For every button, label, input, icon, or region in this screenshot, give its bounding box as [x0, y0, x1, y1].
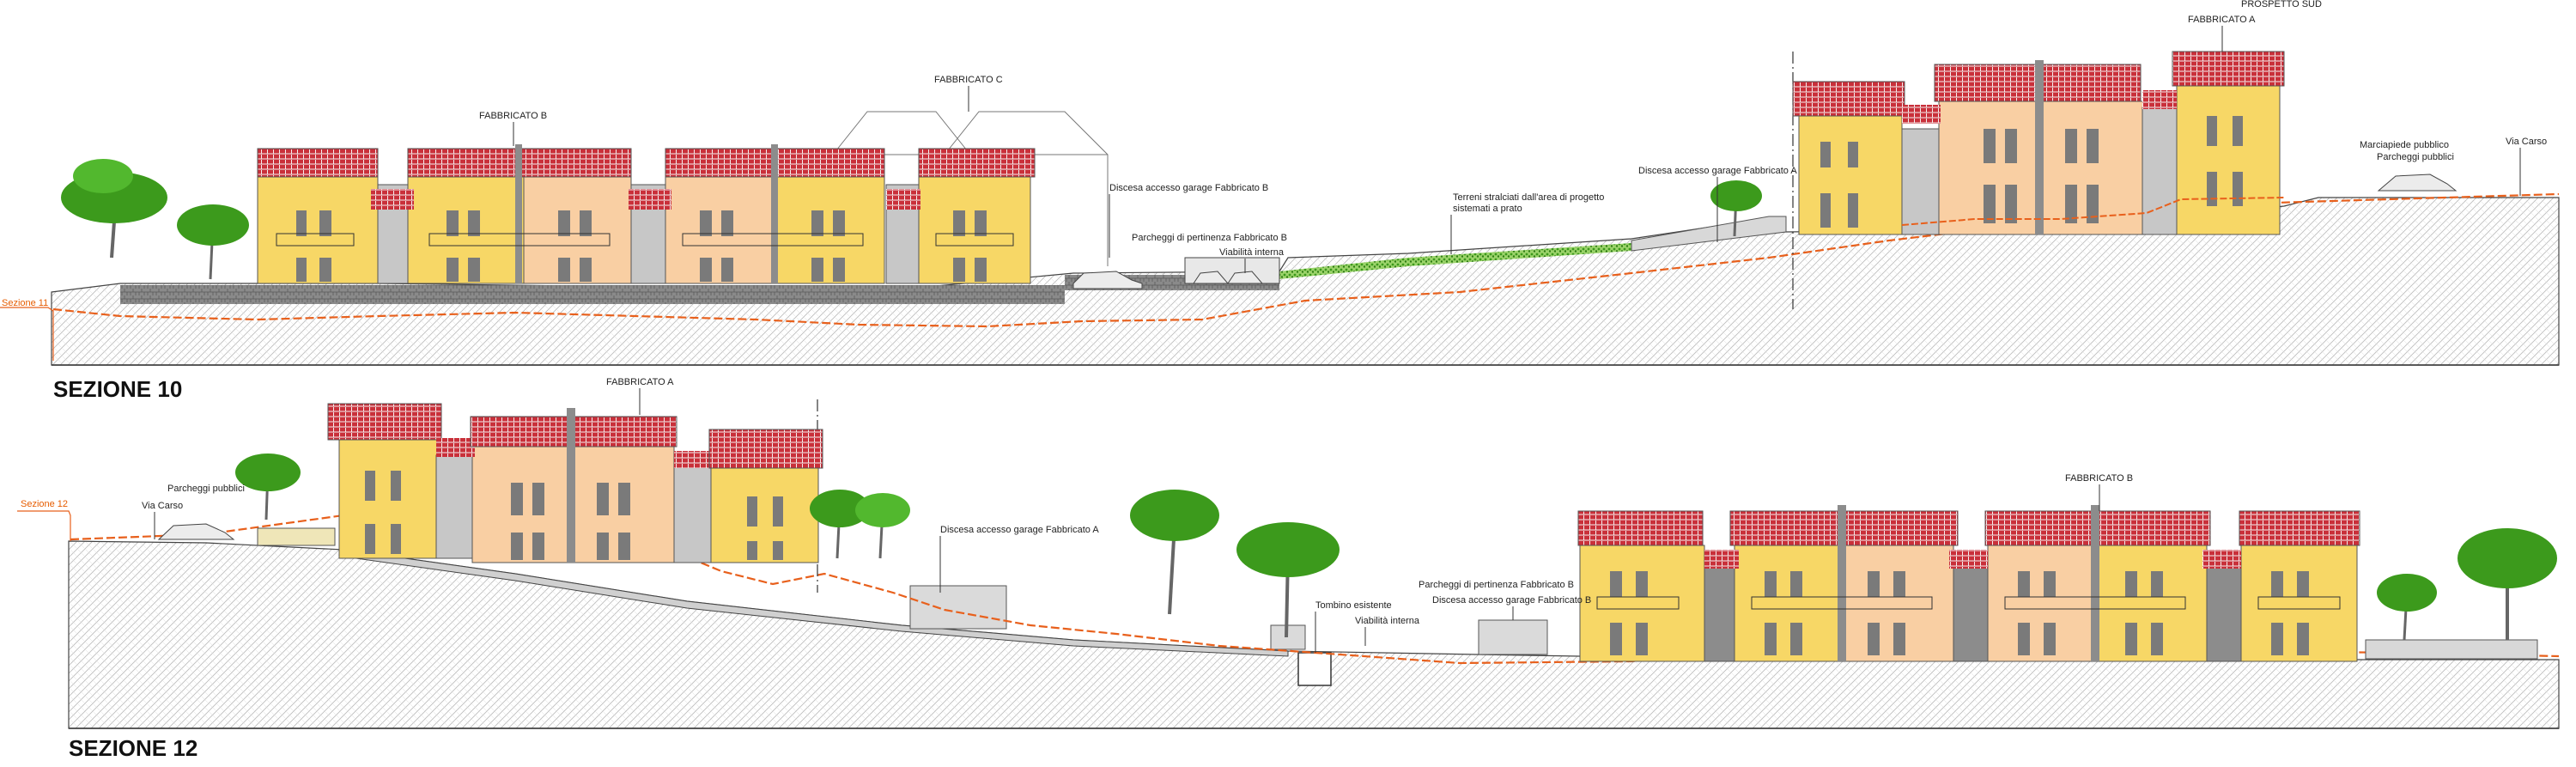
label-parcheggi-pubblici: Parcheggi pubblici: [2377, 152, 2454, 162]
label-fabbricato-c: FABBRICATO C: [934, 75, 1003, 85]
label-viabilita: Viabilità interna: [1355, 616, 1420, 626]
section-marker-line: [0, 307, 54, 361]
parking-b-block: [1478, 619, 1548, 655]
label-viabilita: Viabilità interna: [1219, 247, 1285, 258]
trees-s10: [61, 159, 1762, 280]
trees-s12: [235, 454, 2557, 641]
section-title-10: SEZIONE 10: [53, 376, 182, 402]
ramp-wall: [909, 585, 1007, 630]
label-via-carso: Via Carso: [142, 501, 183, 511]
section-10: FABBRICATO B FABBRICATO C PROSPETTO SUD …: [0, 0, 2560, 402]
existing-ground-line: [52, 192, 2560, 328]
tombino: [1297, 652, 1332, 686]
label-discesa-b: Discesa accesso garage Fabbricato B: [1109, 183, 1268, 193]
label-via-carso: Via Carso: [2506, 137, 2547, 147]
label-fabbricato-a: FABBRICATO A: [2188, 15, 2256, 25]
fabbricato-a-s12: [257, 403, 823, 563]
label-terreni-2: sistemati a prato: [1453, 204, 1522, 214]
label-parcheggi-pubblici: Parcheggi pubblici: [167, 484, 245, 494]
lawn-slope: [1279, 223, 1782, 279]
section-marker-line-12: [17, 510, 71, 541]
section-marker-12: Sezione 12: [21, 499, 68, 509]
label-fabbricato-b: FABBRICATO B: [479, 111, 547, 121]
fabbricato-b-s12: [1577, 505, 2538, 662]
label-discesa-a: Discesa accesso garage Fabbricato A: [1638, 166, 1797, 176]
fabbricato-a-s10: [1792, 51, 2285, 235]
label-marciapiede: Marciapiede pubblico: [2360, 140, 2449, 150]
section-12: FABBRICATO A FABBRICATO B Parcheggi pubb…: [17, 377, 2560, 761]
label-fabbricato-a: FABBRICATO A: [606, 377, 674, 387]
label-discesa-b: Discesa accesso garage Fabbricato B: [1432, 595, 1591, 606]
retaining-wall: [120, 285, 1065, 304]
label-parcheggi-b: Parcheggi di pertinenza Fabbricato B: [1419, 580, 1574, 590]
label-parcheggi-b: Parcheggi di pertinenza Fabbricato B: [1132, 233, 1287, 243]
label-tombino: Tombino esistente: [1315, 600, 1392, 611]
fabbricato-b-s10: [257, 144, 1036, 284]
section-title-12: SEZIONE 12: [69, 735, 197, 761]
label-fabbricato-b: FABBRICATO B: [2065, 473, 2133, 484]
label-discesa-a: Discesa accesso garage Fabbricato A: [940, 525, 1099, 535]
parked-cars-s10: [1072, 173, 2458, 289]
label-terreni-1: Terreni stralciati dall'area di progetto: [1453, 192, 1604, 203]
ramp-a: [343, 549, 1289, 657]
slope-fill: [1631, 216, 1787, 252]
label-prospetto-sud: PROSPETTO SUD: [2241, 0, 2322, 9]
parked-car-s12: [157, 523, 235, 540]
section-marker-11: Sezione 11: [2, 298, 48, 308]
